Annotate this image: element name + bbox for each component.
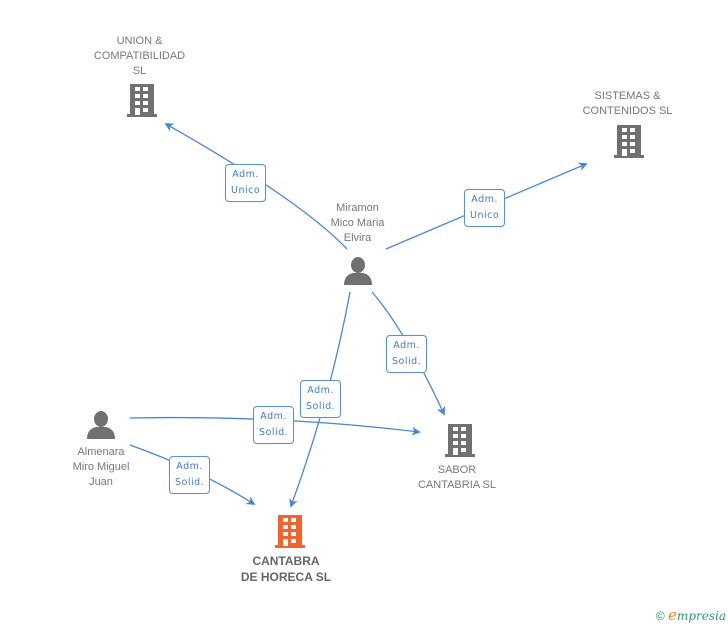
node-label-sabor[interactable]: SABOR CANTABRIA SL xyxy=(417,464,497,491)
building-icon-sistemas[interactable] xyxy=(614,125,644,158)
empresia-logo[interactable]: © empresia xyxy=(656,606,726,624)
edge-label-miramon-cantabra: Adm. Solid. xyxy=(300,380,342,418)
building-icon-union[interactable] xyxy=(127,84,157,117)
building-icon-cantabra[interactable] xyxy=(275,515,305,548)
person-icon-almenara[interactable] xyxy=(87,411,115,439)
edge-label-line1: Adm. xyxy=(176,461,203,472)
building-icon-sabor[interactable] xyxy=(445,424,475,457)
edge-label-line2: Solid. xyxy=(306,401,336,412)
edge-label-miramon-sabor: Adm. Solid. xyxy=(386,335,428,373)
edge-label-line2: Unico xyxy=(470,210,500,221)
edge-label-line2: Solid. xyxy=(259,427,289,438)
edge-label-line1: Adm. xyxy=(471,194,498,205)
brand-name: mpresia xyxy=(676,609,726,623)
node-label-miramon[interactable]: Miramon Mico Maria Elvira xyxy=(330,202,385,244)
edge-label-line2: Solid. xyxy=(175,477,205,488)
edge-label-miramon-sistemas: Adm. Unico xyxy=(464,189,506,227)
edge-miramon-union xyxy=(164,123,348,250)
edge-label-line1: Adm. xyxy=(260,411,287,422)
brand-initial: e xyxy=(668,606,677,624)
edge-label-line1: Adm. xyxy=(307,385,334,396)
edge-label-almenara-sabor: Adm. Solid. xyxy=(253,406,295,444)
node-label-almenara[interactable]: Almenara Miro Miguel Juan xyxy=(72,446,130,488)
edge-label-line2: Unico xyxy=(231,185,261,196)
edge-label-miramon-union: Adm. Unico xyxy=(225,164,267,202)
node-label-sistemas[interactable]: SISTEMAS & CONTENIDOS SL xyxy=(582,90,673,117)
edge-label-line1: Adm. xyxy=(232,169,259,180)
node-label-union[interactable]: UNION & COMPATIBILIDAD SL xyxy=(93,35,186,77)
copyright-icon: © xyxy=(655,609,665,623)
edge-label-line1: Adm. xyxy=(393,340,420,351)
node-label-cantabra[interactable]: CANTABRA DE HORECA SL xyxy=(240,554,332,584)
edge-label-almenara-cantabra: Adm. Solid. xyxy=(169,456,211,494)
edge-label-line2: Solid. xyxy=(392,356,422,367)
person-icon-miramon[interactable] xyxy=(344,257,372,285)
